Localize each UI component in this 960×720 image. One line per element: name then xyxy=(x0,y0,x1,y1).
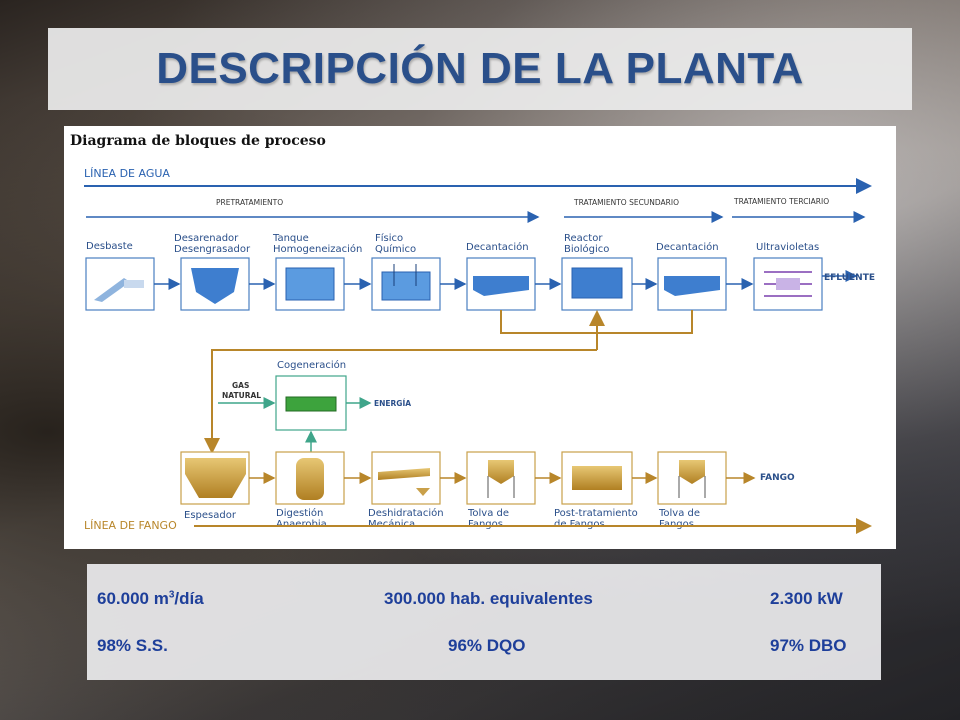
svg-text:Tolva de: Tolva de xyxy=(467,508,509,519)
svg-text:Fangos: Fangos xyxy=(659,519,694,530)
diagram-heading: Diagrama de bloques de proceso xyxy=(70,133,326,149)
fango-label: FANGO xyxy=(760,473,795,483)
cogeneracion-label: Cogeneración xyxy=(277,359,346,371)
linea-agua-label: LÍNEA DE AGUA xyxy=(84,167,170,180)
water-unit-fisico-quimico: Físico Químico xyxy=(371,232,441,311)
gas-label-1: GAS xyxy=(232,381,249,390)
efluente-label: EFLUENTE xyxy=(824,273,875,283)
water-unit-reactor-biologico: Reactor Biológico xyxy=(561,233,633,311)
water-unit-ultravioletas: Ultravioletas xyxy=(753,242,823,311)
svg-text:Desarenador: Desarenador xyxy=(174,233,239,244)
gas-label-2: NATURAL xyxy=(222,391,261,400)
energia-label: ENERGÍA xyxy=(374,399,411,408)
water-unit-decantacion-2: Decantación xyxy=(656,241,727,311)
sludge-unit-tolva-2: Tolva de Fangos xyxy=(657,451,727,530)
water-unit-tanque: Tanque Homogeneización xyxy=(272,233,362,311)
stage-secundario: TRATAMIENTO SECUNDARIO xyxy=(573,198,679,207)
stat-ss: 98% S.S. xyxy=(97,636,168,655)
svg-text:Tanque: Tanque xyxy=(272,233,309,244)
svg-text:Fangos: Fangos xyxy=(468,519,503,530)
process-diagram: Diagrama de bloques de proceso LÍNEA DE … xyxy=(70,133,875,534)
svg-text:Desengrasador: Desengrasador xyxy=(174,244,251,255)
svg-text:Espesador: Espesador xyxy=(184,510,237,521)
plant-stats-panel: 60.000 m3/día 300.000 hab. equivalentes … xyxy=(87,564,881,680)
water-unit-desarenador: Desarenador Desengrasador xyxy=(174,233,251,311)
svg-text:Anaerobia: Anaerobia xyxy=(276,519,327,530)
water-unit-desbaste: Desbaste xyxy=(85,241,155,311)
svg-text:Decantación: Decantación xyxy=(466,241,529,253)
stat-habitantes: 300.000 hab. equivalentes xyxy=(384,589,593,608)
svg-text:de Fangos: de Fangos xyxy=(554,519,605,530)
svg-text:Ultravioletas: Ultravioletas xyxy=(756,242,819,253)
sludge-unit-espesador: Espesador xyxy=(180,451,250,521)
svg-text:Biológico: Biológico xyxy=(564,243,609,255)
svg-text:Decantación: Decantación xyxy=(656,241,719,253)
svg-text:Mecánica: Mecánica xyxy=(368,518,415,530)
svg-text:Tolva de: Tolva de xyxy=(658,508,700,519)
sludge-unit-post-tratamiento: Post-tratamiento de Fangos xyxy=(554,451,638,530)
cogeneracion-unit xyxy=(275,375,347,431)
stage-terciario: TRATAMIENTO TERCIARIO xyxy=(733,197,829,206)
svg-text:Reactor: Reactor xyxy=(564,233,603,244)
svg-text:Químico: Químico xyxy=(375,243,416,255)
svg-text:Desbaste: Desbaste xyxy=(86,241,133,252)
title-band: DESCRIPCIÓN DE LA PLANTA xyxy=(48,28,912,110)
stat-potencia: 2.300 kW xyxy=(770,589,843,608)
sludge-unit-deshidratacion: Deshidratación Mecánica xyxy=(368,451,444,530)
stat-caudal: 60.000 m3/día xyxy=(97,589,204,608)
svg-text:Físico: Físico xyxy=(375,232,403,244)
water-unit-decantacion-1: Decantación xyxy=(466,241,536,311)
page-title: DESCRIPCIÓN DE LA PLANTA xyxy=(156,44,804,93)
process-diagram-panel: Diagrama de bloques de proceso LÍNEA DE … xyxy=(64,126,896,549)
svg-text:Deshidratación: Deshidratación xyxy=(368,507,444,519)
svg-text:Digestión: Digestión xyxy=(276,507,323,519)
svg-text:Homogeneización: Homogeneización xyxy=(273,243,362,255)
sludge-collection-lines xyxy=(204,310,693,454)
svg-text:Post-tratamiento: Post-tratamiento xyxy=(554,508,638,519)
stage-pretratamiento: PRETRATAMIENTO xyxy=(216,198,283,207)
sludge-unit-tolva-1: Tolva de Fangos xyxy=(466,451,536,530)
stat-dbo: 97% DBO xyxy=(770,636,847,655)
stat-dqo: 96% DQO xyxy=(448,636,526,655)
sludge-unit-digestion: Digestión Anaerobia xyxy=(275,451,345,530)
linea-fango-label: LÍNEA DE FANGO xyxy=(84,519,177,532)
water-flow-arrows xyxy=(154,270,858,290)
